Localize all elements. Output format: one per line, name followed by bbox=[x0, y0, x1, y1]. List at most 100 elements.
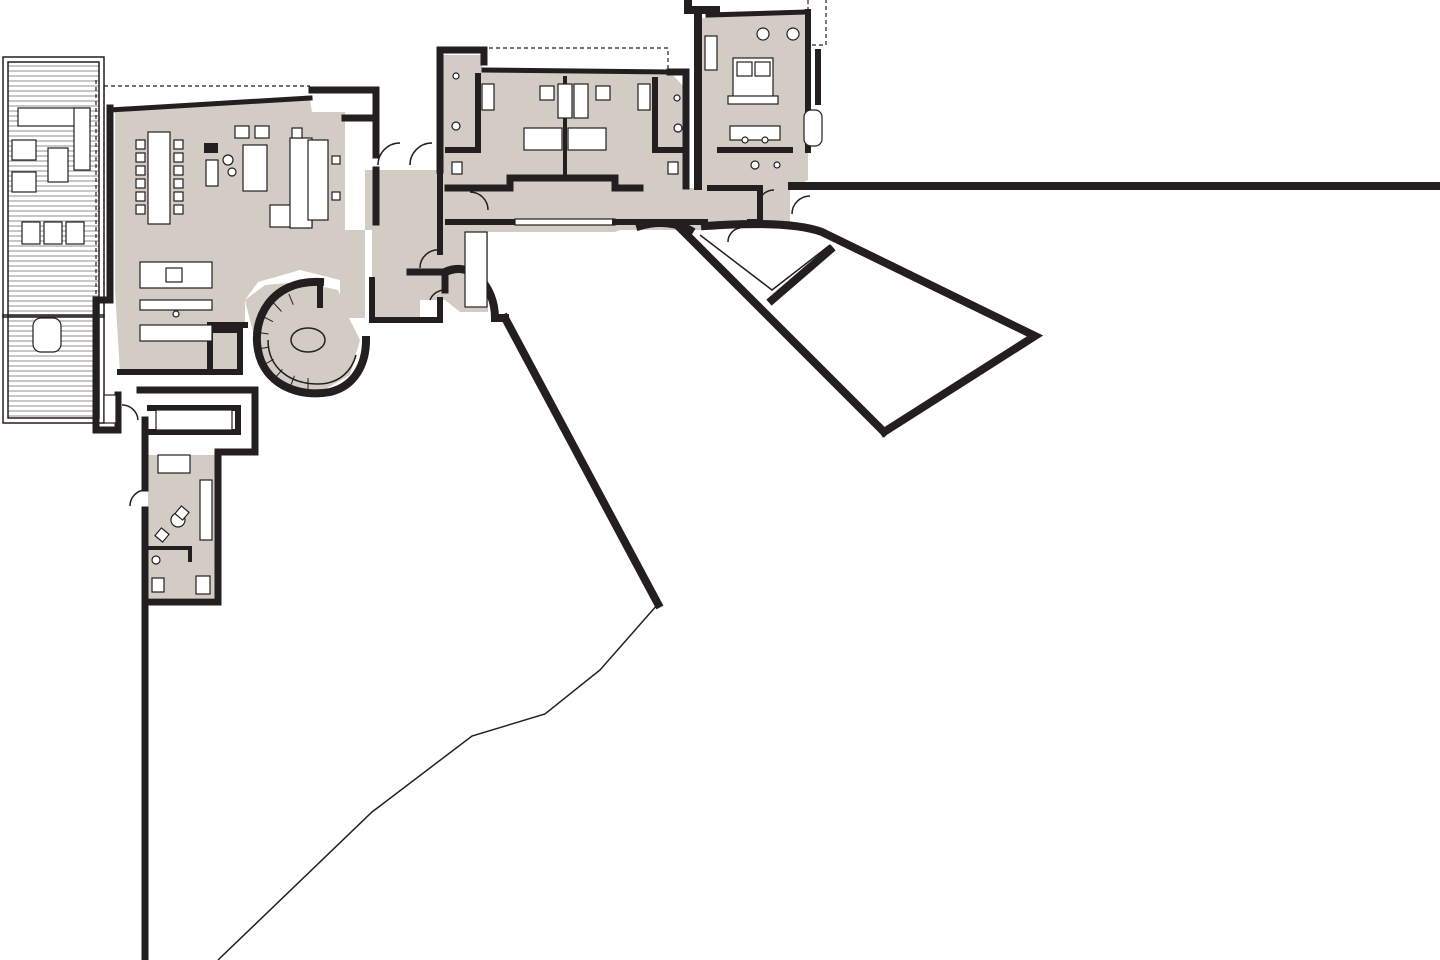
master-bed-pillow-1 bbox=[736, 61, 753, 77]
vanity-basin-2 bbox=[761, 136, 769, 144]
wall-wedge-cross bbox=[766, 244, 836, 306]
guest-bed bbox=[157, 454, 191, 474]
kitchen-sink-counter bbox=[139, 324, 213, 342]
wall-link-west bbox=[92, 391, 122, 434]
deck-lounger-2 bbox=[43, 221, 63, 245]
plant-1 bbox=[452, 72, 460, 80]
plant-2 bbox=[673, 94, 681, 102]
stool-1 bbox=[222, 154, 234, 166]
wall-guest-east bbox=[144, 448, 222, 606]
guest-chair-2 bbox=[174, 505, 190, 521]
desk-2 bbox=[557, 83, 573, 119]
wall-living-north bbox=[107, 95, 313, 113]
site-lines bbox=[217, 234, 831, 960]
wall-master-north bbox=[705, 9, 811, 18]
deck-hot-tub bbox=[32, 317, 62, 353]
master-vanity bbox=[729, 125, 781, 141]
wc-1 bbox=[451, 121, 461, 131]
desk-1 bbox=[539, 85, 555, 101]
desk-4 bbox=[595, 85, 611, 101]
stair-tread bbox=[288, 293, 294, 305]
utility-floor bbox=[212, 330, 240, 372]
vanity-1 bbox=[451, 161, 463, 175]
dining-chair bbox=[135, 152, 146, 163]
wall-hall-south bbox=[369, 277, 443, 323]
wall-bath-2 bbox=[652, 77, 688, 153]
deck-table bbox=[47, 147, 69, 183]
dining-chair bbox=[173, 165, 184, 176]
wall-stair-drum bbox=[253, 277, 371, 398]
sink-icon bbox=[172, 310, 180, 318]
door-master-1 bbox=[757, 189, 775, 207]
wall-angled-south bbox=[499, 312, 664, 610]
master-wardrobe bbox=[704, 35, 718, 71]
terrain-wedge-edge bbox=[699, 234, 831, 291]
master-furniture bbox=[704, 27, 823, 170]
armchair-2 bbox=[254, 125, 270, 139]
door-wedge bbox=[727, 227, 741, 243]
living-furniture bbox=[135, 125, 341, 342]
cooktop bbox=[165, 267, 183, 283]
stool-2 bbox=[227, 167, 237, 177]
dining-chair bbox=[173, 152, 184, 163]
door-hall-2 bbox=[409, 142, 433, 166]
guest-kitchenette bbox=[199, 479, 213, 541]
stair-tread bbox=[262, 315, 274, 323]
door-hall-3 bbox=[419, 249, 441, 269]
fireplace bbox=[204, 143, 218, 153]
stair-tread bbox=[289, 375, 295, 387]
side-table-1 bbox=[331, 155, 341, 165]
wall-wedge-west bbox=[674, 222, 890, 438]
guest-tub bbox=[195, 575, 211, 595]
vanity-basin-1 bbox=[741, 136, 749, 144]
master-chair-2 bbox=[786, 27, 800, 41]
master-plant bbox=[773, 161, 781, 169]
master-bathtub bbox=[803, 109, 823, 147]
deck-chair-1 bbox=[11, 139, 37, 161]
deck-inner bbox=[7, 61, 100, 419]
door-bed-1 bbox=[469, 191, 489, 211]
wall-utility bbox=[209, 327, 243, 375]
stair-tread bbox=[273, 302, 282, 312]
master-bed-pillow-2 bbox=[754, 61, 771, 77]
wall-living-south bbox=[117, 322, 248, 375]
wall-bed-south bbox=[444, 174, 644, 192]
window-hall bbox=[464, 231, 488, 308]
dining-chair bbox=[135, 191, 146, 202]
deck-chair-2 bbox=[11, 171, 37, 193]
dining-table bbox=[147, 131, 171, 225]
deck-sofa-end bbox=[73, 107, 91, 171]
stair-tread bbox=[256, 331, 269, 335]
deck-lounger-3 bbox=[65, 221, 85, 245]
wall-guest-partition bbox=[148, 546, 192, 562]
wall-curved-wedge bbox=[700, 220, 1044, 438]
guest-chair-1 bbox=[154, 527, 170, 543]
wall-bath-1 bbox=[445, 73, 481, 153]
coffee-table bbox=[242, 144, 268, 192]
dining-chair bbox=[135, 139, 146, 150]
bedroom-furniture bbox=[451, 72, 683, 175]
wall-curved-east bbox=[635, 219, 696, 236]
roof-edge-bedrooms bbox=[482, 47, 669, 72]
stair-tread bbox=[274, 368, 283, 379]
fireplace-hearth bbox=[205, 159, 219, 187]
wc-2 bbox=[673, 123, 683, 133]
guest-wc bbox=[151, 555, 161, 565]
dining-chair bbox=[135, 165, 146, 176]
stair-hall-floor bbox=[245, 282, 360, 392]
door-guest-1 bbox=[129, 489, 146, 507]
windows bbox=[103, 231, 488, 431]
wardrobe-1 bbox=[481, 83, 495, 111]
doors bbox=[121, 142, 811, 507]
wall-master-west bbox=[684, 0, 720, 14]
guest-shower bbox=[151, 577, 165, 593]
bed-1 bbox=[523, 127, 563, 151]
terrace-deck bbox=[2, 56, 105, 424]
terrain-contour bbox=[217, 603, 659, 960]
wall-bed-west bbox=[436, 46, 488, 174]
deck-divider bbox=[2, 314, 105, 318]
wall-link-south bbox=[145, 405, 241, 435]
stair-tread bbox=[262, 358, 274, 366]
dining-chair bbox=[173, 178, 184, 189]
guest-furniture bbox=[151, 454, 213, 595]
